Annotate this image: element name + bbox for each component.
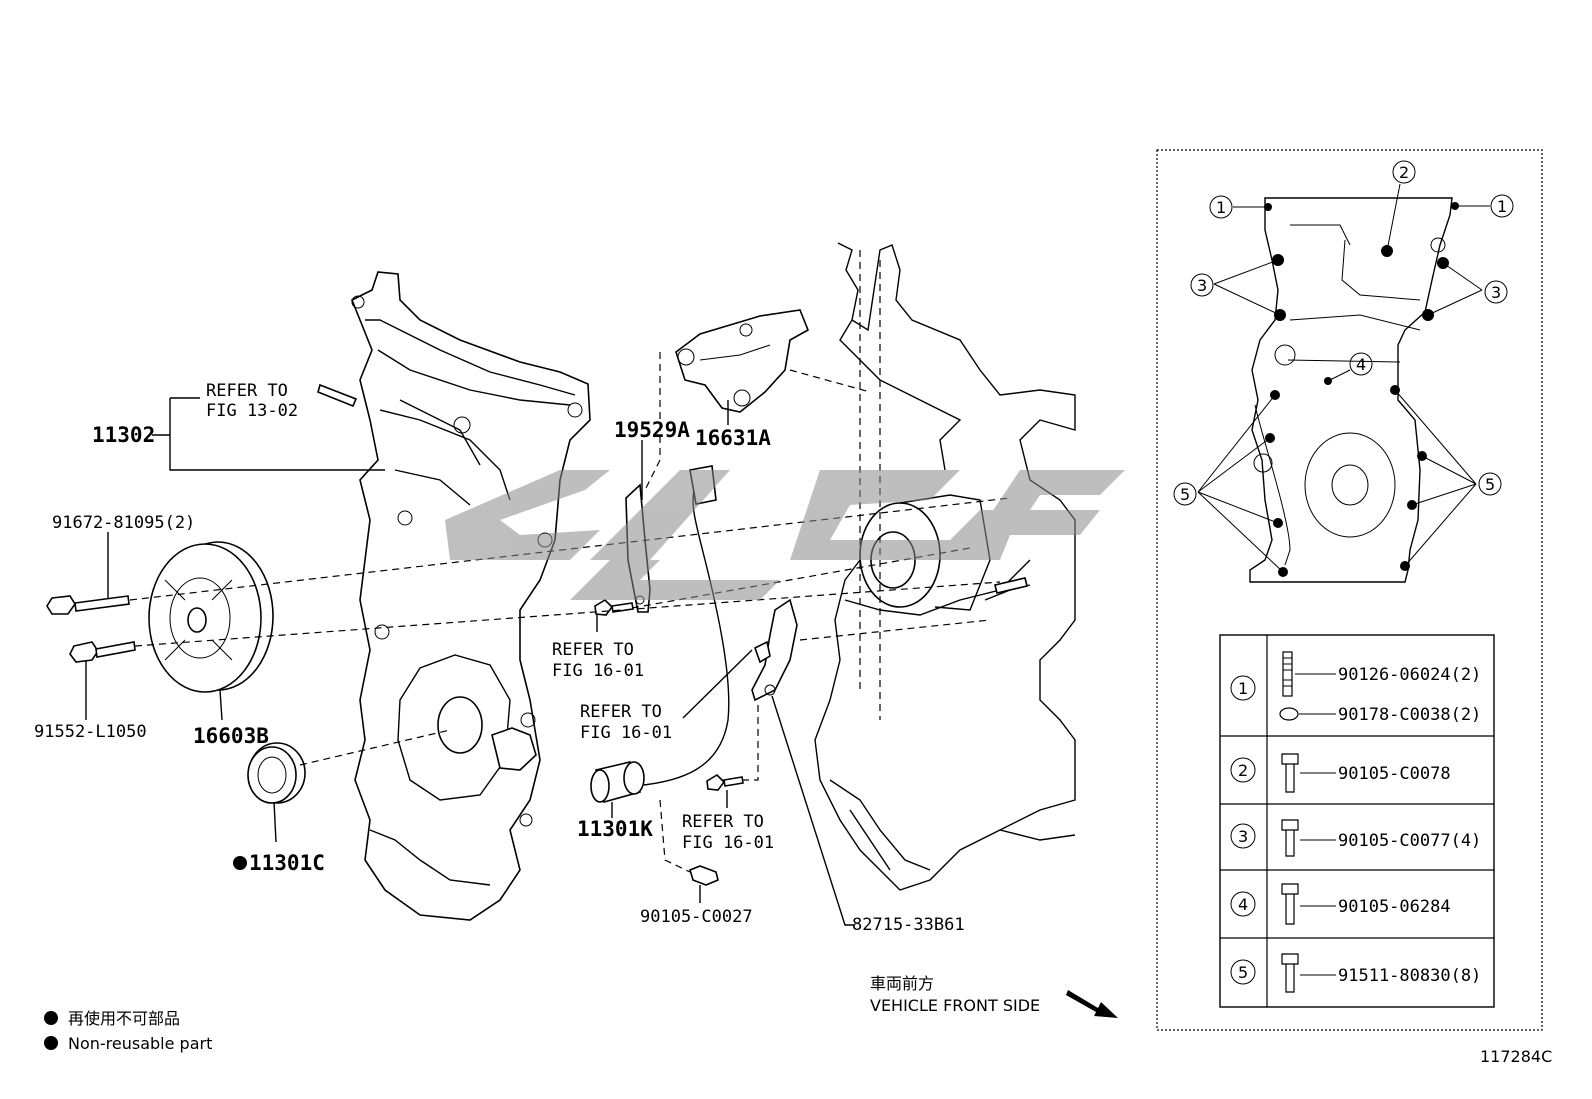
bolt-part-number: 90105-C0077(4) bbox=[1338, 831, 1481, 851]
bolt-part-number: 90126-06024(2) bbox=[1338, 665, 1481, 685]
label-19529A: 19529A bbox=[614, 418, 690, 442]
label-91672: 91672-81095(2) bbox=[52, 513, 195, 533]
label-16603B: 16603B bbox=[193, 724, 269, 748]
bolt-table-row: 5 91511-80830(8) bbox=[1230, 953, 1481, 993]
bolt-row-num: 4 bbox=[1238, 895, 1248, 914]
label-91552: 91552-L1050 bbox=[34, 722, 147, 742]
nut-icon bbox=[1279, 707, 1299, 721]
non-reusable-marker bbox=[233, 856, 247, 870]
vehicle-front-indicator: 車両前方 VEHICLE FRONT SIDE bbox=[870, 974, 1118, 1018]
timing-cover-drawing bbox=[350, 271, 591, 921]
idler-pulley-drawing bbox=[148, 541, 274, 693]
bolt-table-row: 1 90126-06024(2) 90178-C0038(2) bbox=[1230, 651, 1481, 725]
bolt-row-num: 3 bbox=[1238, 827, 1248, 846]
callout-5-left-label: 5 bbox=[1180, 485, 1190, 504]
callout-2 bbox=[1392, 160, 1416, 184]
callout-5-right bbox=[1478, 472, 1502, 496]
label-90105-C0027: 90105-C0027 bbox=[640, 907, 753, 927]
callout-1-left bbox=[1209, 195, 1233, 219]
leader-lines bbox=[85, 397, 854, 926]
bolt-table: 1 90126-06024(2) 90178-C0038(2) 2 90105-… bbox=[1219, 634, 1495, 1008]
legend-en: Non-reusable part bbox=[68, 1034, 212, 1053]
legend-bullet-icon bbox=[44, 1011, 58, 1025]
label-82715: 82715-33B61 bbox=[852, 915, 965, 935]
callout-2-label: 2 bbox=[1399, 163, 1409, 182]
bolt-part-number: 91511-80830(8) bbox=[1338, 966, 1481, 986]
label-11302: 11302 bbox=[92, 423, 155, 447]
label-16631A: 16631A bbox=[695, 426, 771, 450]
legend: 再使用不可部品 Non-reusable part bbox=[44, 1009, 212, 1053]
bolt-icon bbox=[1281, 753, 1299, 793]
bolt-table-row: 2 90105-C0078 bbox=[1230, 753, 1451, 793]
label-refer-13-02-line1: REFER TO bbox=[206, 381, 288, 401]
label-11301K: 11301K bbox=[577, 817, 653, 841]
callout-5-right-label: 5 bbox=[1485, 475, 1495, 494]
label-11301C: 11301C bbox=[249, 851, 325, 875]
plate-82715-drawing bbox=[751, 598, 798, 702]
bracket-16631A-drawing bbox=[675, 309, 810, 413]
bolt-icon bbox=[1281, 883, 1299, 925]
bolt-row-num: 2 bbox=[1238, 761, 1248, 780]
bolt-table-row: 3 90105-C0077(4) bbox=[1230, 819, 1481, 857]
watermark-logo bbox=[445, 470, 1125, 600]
callout-1-right-label: 1 bbox=[1497, 197, 1507, 216]
arrow-down-right-icon bbox=[1066, 990, 1118, 1018]
label-refer-13-02-line2: FIG 13-02 bbox=[206, 401, 298, 421]
bolt-part-number: 90178-C0038(2) bbox=[1338, 705, 1481, 725]
callout-3-right-label: 3 bbox=[1491, 283, 1501, 302]
bolt-icon bbox=[1281, 953, 1299, 993]
bolt-icon bbox=[1281, 819, 1299, 857]
part-labels: 11302 REFER TO FIG 13-02 91672-81095(2) … bbox=[34, 381, 965, 935]
callout-1-right bbox=[1490, 194, 1514, 218]
inset-bolt-location-panel: 1 1 2 3 3 4 5 5 1 bbox=[1156, 149, 1543, 1031]
vehicle-front-jp: 車両前方 bbox=[870, 974, 934, 993]
oil-seal-drawing bbox=[247, 742, 306, 804]
bolt-part-number: 90105-C0078 bbox=[1338, 764, 1451, 784]
label-refer-16-01-a-line2: FIG 16-01 bbox=[552, 661, 644, 681]
label-refer-16-01-b-line2: FIG 16-01 bbox=[580, 723, 672, 743]
bolt-table-row: 4 90105-06284 bbox=[1230, 883, 1451, 925]
callout-5-left bbox=[1173, 482, 1197, 506]
legend-jp: 再使用不可部品 bbox=[68, 1009, 180, 1028]
vehicle-front-en: VEHICLE FRONT SIDE bbox=[870, 996, 1040, 1015]
legend-bullet-icon bbox=[44, 1036, 58, 1050]
callout-3-right bbox=[1484, 280, 1508, 304]
label-refer-16-01-c-line1: REFER TO bbox=[682, 812, 764, 832]
stud-icon bbox=[1282, 651, 1293, 697]
callout-1-left-label: 1 bbox=[1216, 198, 1226, 217]
label-refer-16-01-a-line1: REFER TO bbox=[552, 640, 634, 660]
bolt-row-num: 1 bbox=[1238, 679, 1248, 698]
callout-4 bbox=[1349, 352, 1373, 376]
callout-3-left bbox=[1190, 273, 1214, 297]
callout-4-label: 4 bbox=[1356, 355, 1366, 374]
engine-block-drawing bbox=[814, 242, 1076, 891]
callout-3-left-label: 3 bbox=[1197, 276, 1207, 295]
label-refer-16-01-c-line2: FIG 16-01 bbox=[682, 833, 774, 853]
label-refer-16-01-b-line1: REFER TO bbox=[580, 702, 662, 722]
inset-cover-outline bbox=[1249, 197, 1453, 583]
bolt-row-num: 5 bbox=[1238, 963, 1248, 982]
figure-id: 117284C bbox=[1480, 1047, 1552, 1066]
bolt-part-number: 90105-06284 bbox=[1338, 897, 1451, 917]
